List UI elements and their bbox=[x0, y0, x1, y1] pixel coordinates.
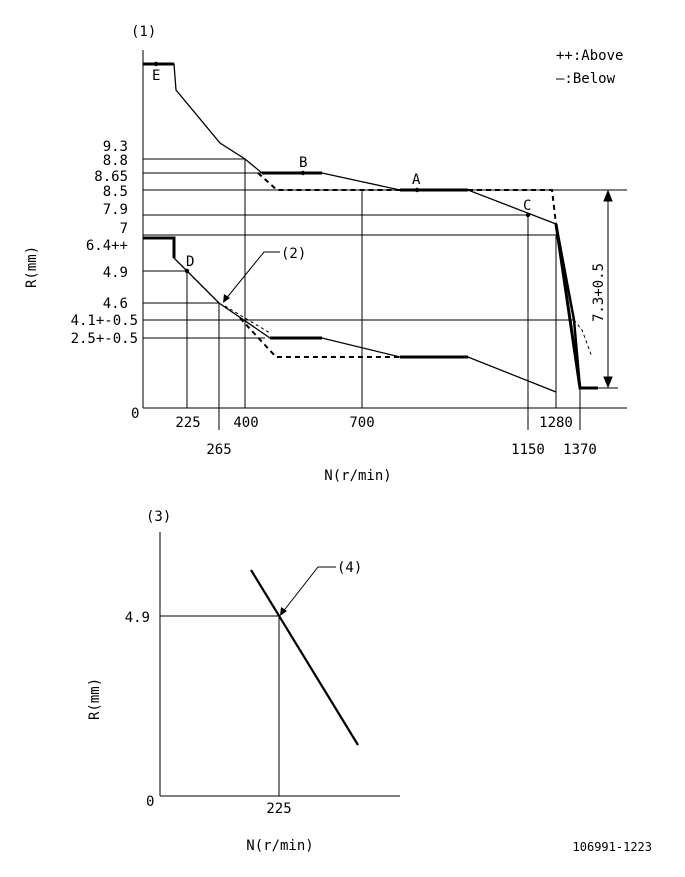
callout-4: (4) bbox=[337, 560, 362, 576]
panel-label-1: (1) bbox=[131, 24, 156, 40]
svg-text:8.65: 8.65 bbox=[94, 169, 128, 185]
svg-text:4.9: 4.9 bbox=[103, 265, 128, 281]
svg-text:4.1+-0.5: 4.1+-0.5 bbox=[71, 313, 138, 329]
upper-curve bbox=[143, 63, 598, 389]
x-tick-labels: 225 400 700 1280 265 1150 1370 bbox=[175, 415, 597, 458]
dimension-label: 7.3+0.5 bbox=[591, 263, 607, 322]
point-b: B bbox=[299, 155, 307, 171]
bottom-curve bbox=[250, 569, 359, 746]
bottom-x-tick: 225 bbox=[266, 801, 291, 817]
bottom-origin: 0 bbox=[146, 794, 154, 810]
bottom-x-axis-label: N(r/min) bbox=[246, 838, 313, 854]
top-y-axis-label: R(mm) bbox=[24, 246, 40, 288]
reference-lines bbox=[143, 158, 627, 430]
svg-text:2.5+-0.5: 2.5+-0.5 bbox=[71, 331, 138, 347]
bottom-y-tick: 4.9 bbox=[125, 610, 150, 626]
top-diagram: (1) ++:Above —:Below bbox=[24, 24, 627, 484]
svg-text:6.4++: 6.4++ bbox=[86, 238, 128, 254]
top-origin: 0 bbox=[131, 406, 139, 422]
svg-text:7: 7 bbox=[120, 221, 128, 237]
point-e: E bbox=[152, 68, 160, 84]
svg-text:8.5: 8.5 bbox=[103, 184, 128, 200]
point-d: D bbox=[186, 254, 194, 270]
legend-above: ++:Above bbox=[556, 48, 623, 64]
svg-text:9.3: 9.3 bbox=[103, 139, 128, 155]
part-number: 106991-1223 bbox=[573, 840, 652, 854]
curve-points bbox=[153, 61, 531, 274]
top-x-axis-label: N(r/min) bbox=[324, 468, 391, 484]
svg-text:400: 400 bbox=[233, 415, 258, 431]
svg-text:1280: 1280 bbox=[539, 415, 573, 431]
svg-text:225: 225 bbox=[175, 415, 200, 431]
svg-text:4.6: 4.6 bbox=[103, 296, 128, 312]
bottom-y-axis-label: R(mm) bbox=[87, 678, 103, 720]
panel-label-3: (3) bbox=[146, 509, 171, 525]
callout-2: (2) bbox=[281, 246, 306, 262]
callout-4-leader bbox=[281, 566, 336, 614]
point-a: A bbox=[412, 172, 421, 188]
svg-text:265: 265 bbox=[206, 442, 231, 458]
svg-text:700: 700 bbox=[349, 415, 374, 431]
point-c: C bbox=[523, 198, 531, 214]
y-tick-labels: 9.3 8.8 8.65 8.5 7.9 7 6.4++ 4.9 4.6 4.1… bbox=[71, 139, 138, 347]
svg-text:1370: 1370 bbox=[563, 442, 597, 458]
callout-2-leader bbox=[224, 251, 280, 301]
lower-curve bbox=[143, 237, 557, 393]
legend-below: —:Below bbox=[556, 71, 616, 87]
svg-text:1150: 1150 bbox=[511, 442, 545, 458]
bottom-diagram: (3) (4) R(mm) 4.9 0 225 N(r/min) bbox=[87, 509, 400, 854]
svg-text:8.8: 8.8 bbox=[103, 153, 128, 169]
svg-text:7.9: 7.9 bbox=[103, 202, 128, 218]
